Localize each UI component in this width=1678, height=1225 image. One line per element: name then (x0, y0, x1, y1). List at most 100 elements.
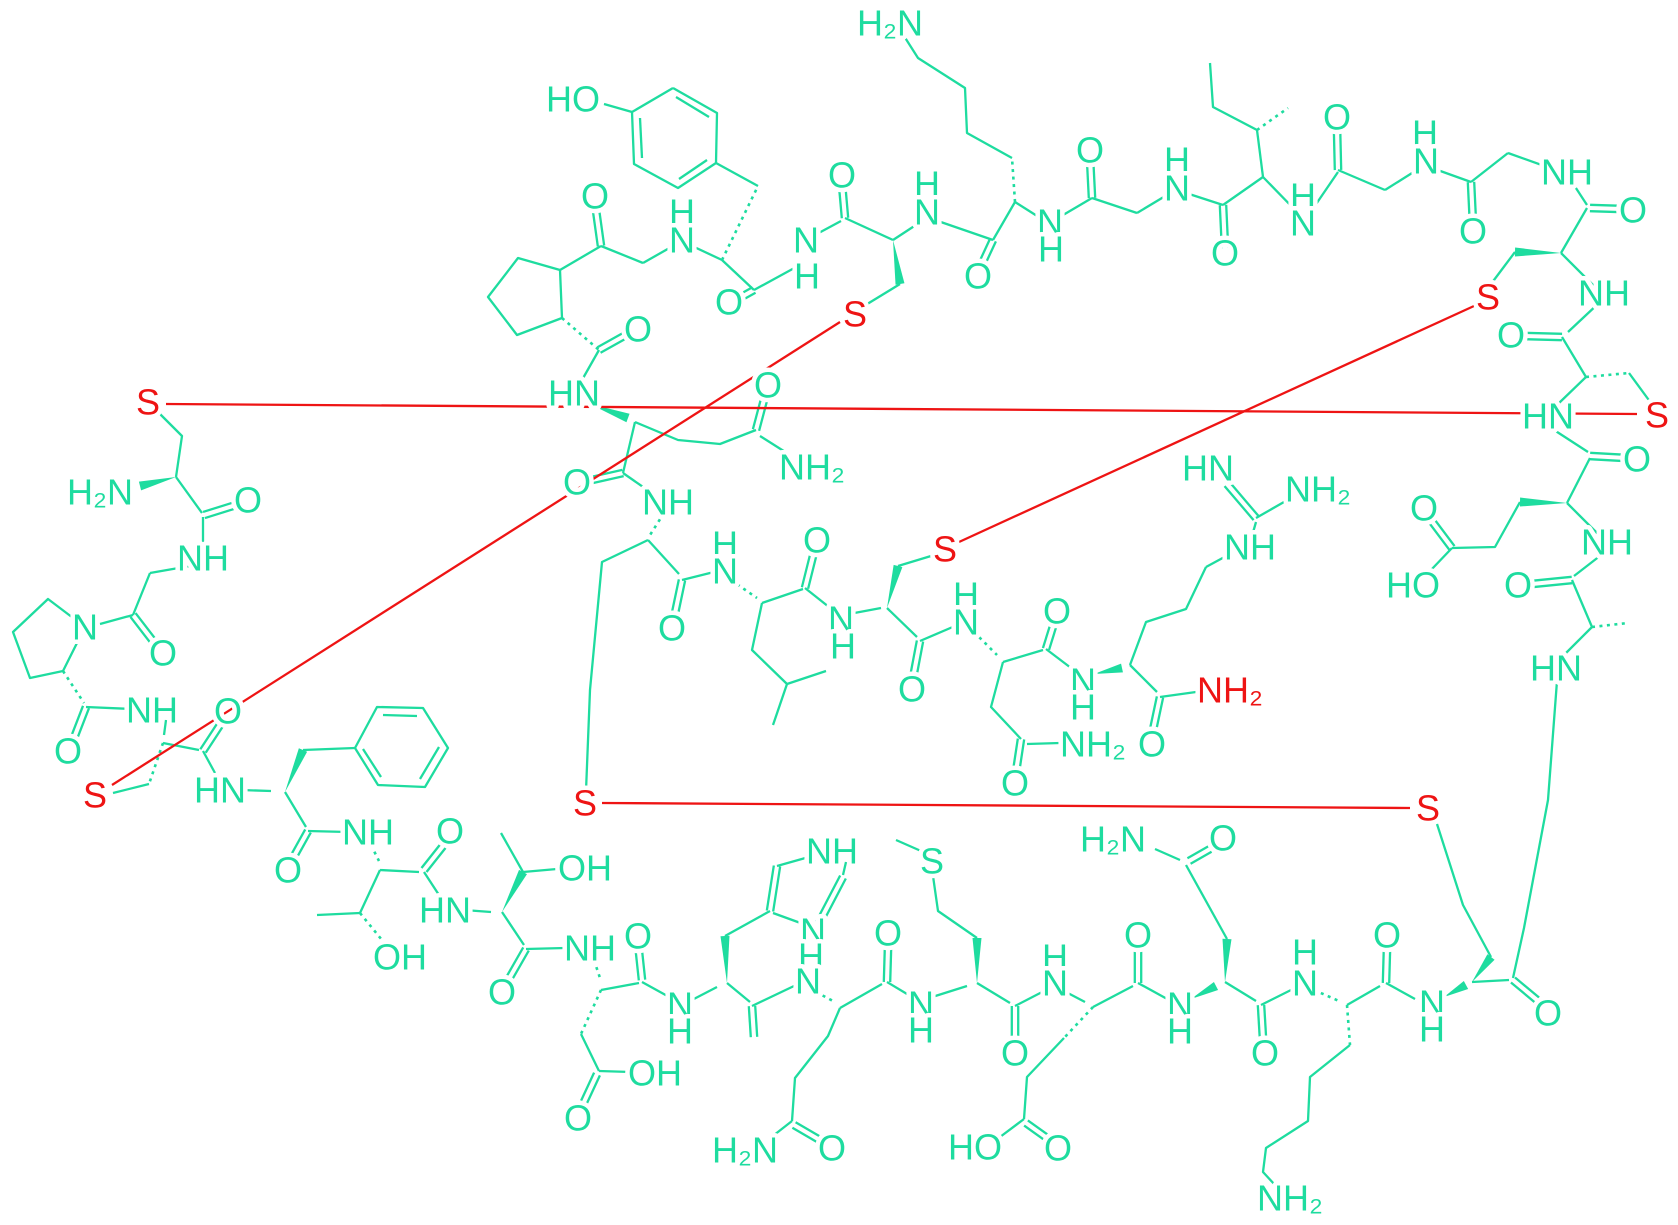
bond (294, 831, 312, 861)
atom-label: O (828, 155, 856, 196)
atom-label: O (658, 608, 686, 649)
atom-label: O (1044, 1128, 1072, 1169)
bond (934, 218, 994, 242)
bond (1346, 985, 1381, 1006)
bond (1255, 497, 1292, 519)
bond (111, 321, 841, 786)
bond (844, 216, 894, 242)
atom-label: NH₂ (779, 447, 845, 488)
bond (1223, 485, 1255, 521)
atom-label: N (1419, 983, 1445, 1024)
atom-label: N (712, 551, 738, 592)
atom-label: O (624, 916, 652, 957)
atom-label: HN (419, 890, 471, 931)
bond (751, 394, 764, 430)
atom-label: NH (177, 538, 229, 579)
atom-label: O (874, 913, 902, 954)
bond (420, 843, 442, 869)
atom-label: O (754, 365, 782, 406)
bond (1092, 984, 1134, 1009)
atom-label: O (803, 520, 831, 561)
bond (1345, 1004, 1352, 1046)
atom-label: O (1623, 439, 1651, 480)
atom-label: O (214, 691, 242, 732)
bond (1565, 457, 1592, 504)
sulfur-label: S (920, 841, 944, 882)
bond (511, 950, 530, 980)
bond (1337, 168, 1386, 192)
bond (1091, 196, 1138, 215)
atom-label: O (1211, 233, 1239, 274)
bond (747, 1006, 752, 1038)
atom-label: O (564, 1098, 592, 1139)
bond (379, 868, 420, 874)
atom-label: O (54, 731, 82, 772)
bond (999, 1118, 1025, 1138)
sulfur-label: S (136, 382, 160, 423)
bond (1573, 551, 1606, 577)
atom-label: N (72, 607, 98, 648)
bond (1531, 575, 1572, 582)
bond (1225, 204, 1230, 248)
bond (1381, 947, 1385, 983)
bond (204, 506, 238, 520)
atom-label: N (908, 984, 934, 1025)
bond (1473, 181, 1478, 224)
atom-label: O (563, 462, 591, 503)
atom-label: NH (564, 928, 616, 969)
atom-label: N (669, 220, 695, 261)
bond (1466, 182, 1471, 225)
bond (837, 184, 843, 219)
bond (726, 982, 751, 1003)
bond (791, 1126, 817, 1143)
atom-label: H (1042, 937, 1068, 978)
bond (131, 572, 152, 616)
bond (501, 911, 525, 946)
bond (647, 539, 680, 575)
bond (598, 1069, 632, 1074)
atom-label: H (798, 936, 824, 977)
atom-label: O (149, 633, 177, 674)
bond (1524, 331, 1563, 335)
bond (423, 871, 440, 896)
bond (675, 96, 710, 118)
atom-label: NH₂ (1257, 1178, 1323, 1219)
bond (889, 948, 893, 983)
bond (1384, 167, 1421, 191)
bond (307, 829, 349, 834)
bond (1571, 181, 1588, 206)
atom-label: OH (628, 1053, 682, 1094)
wedge-bond (1514, 247, 1561, 257)
atom-label: O (1124, 915, 1152, 956)
atom-label: N (1167, 985, 1193, 1026)
bond (761, 587, 804, 605)
bond (1490, 251, 1516, 285)
bond (689, 985, 718, 1003)
atom-label: N (1292, 963, 1318, 1004)
bond (759, 435, 791, 456)
bond (1047, 620, 1060, 651)
atom-label: O (1138, 724, 1166, 765)
bond (1591, 621, 1629, 629)
atom-label: HN (548, 373, 600, 414)
bond (721, 259, 755, 291)
bond (1585, 371, 1630, 379)
bond (561, 317, 600, 351)
atom-label: H (1412, 113, 1438, 154)
sulfur-label: S (1645, 395, 1669, 436)
atom-label: NH₂ (1060, 724, 1126, 765)
bond (1085, 158, 1090, 199)
bond (754, 1005, 759, 1037)
atom-label: NH₂ (1285, 469, 1351, 510)
bond (892, 220, 923, 241)
bond (1262, 176, 1299, 214)
bond (992, 201, 1016, 241)
bond (129, 616, 152, 644)
atom-label: O (624, 309, 652, 350)
bond (580, 1072, 596, 1102)
bond (1182, 190, 1224, 207)
bond (928, 984, 968, 1000)
wedge-bond (887, 564, 903, 608)
bond (1010, 157, 1017, 203)
bond (1570, 579, 1594, 628)
